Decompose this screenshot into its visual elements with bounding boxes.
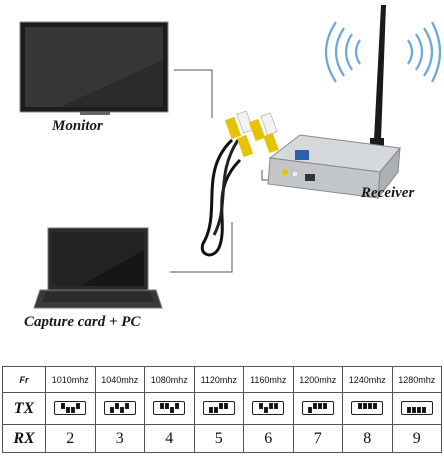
dip-switch-lever	[263, 407, 268, 414]
dip-switch-lever	[308, 407, 313, 414]
antenna-icon	[370, 5, 386, 148]
dip-switch-lever	[115, 403, 120, 410]
rx-channel-cell: 3	[94, 424, 145, 453]
laptop-icon	[33, 227, 163, 309]
rca-cable-icon	[200, 110, 279, 257]
monitor-label: Monitor	[52, 118, 103, 134]
dip-switch-lever	[412, 407, 417, 414]
rx-channel-cell: 9	[391, 424, 442, 453]
dip-switch-cell	[391, 392, 442, 425]
row-header-tx: TX	[2, 392, 46, 425]
rx-channel-cell: 2	[45, 424, 96, 453]
row-header-fr: Fr	[2, 366, 46, 393]
dip-switch-lever	[75, 403, 80, 410]
dip-switch-lever	[224, 403, 229, 410]
dip-switch-cell	[144, 392, 195, 425]
rx-channel-cell: 7	[292, 424, 343, 453]
dip-switch-icon	[301, 401, 334, 416]
rx-channel-cell: 8	[342, 424, 393, 453]
dip-switch-lever	[209, 407, 214, 414]
tx-row: TX	[2, 392, 442, 425]
frequency-cell: 1280mhz	[391, 366, 442, 393]
dip-switch-lever	[313, 403, 318, 410]
rx-row: RX 2 3 4 5 6 7 8 9	[2, 424, 442, 453]
rx-channel-cell: 4	[144, 424, 195, 453]
row-header-rx: RX	[2, 424, 46, 453]
dip-switch-lever	[120, 407, 125, 414]
dip-switch-lever	[65, 407, 70, 414]
frequency-cell: 1200mhz	[292, 366, 343, 393]
dip-switch-lever	[159, 403, 164, 410]
dip-switch-lever	[219, 403, 224, 410]
dip-switch-icon	[54, 401, 87, 416]
dip-switch-lever	[318, 403, 323, 410]
signal-waves-icon	[325, 21, 442, 83]
dip-switch-lever	[268, 403, 273, 410]
capture-card-pc-label: Capture card + PC	[24, 314, 141, 330]
dip-switch-cell	[45, 392, 96, 425]
frequency-cell: 1120mhz	[193, 366, 244, 393]
frequency-cell: 1080mhz	[144, 366, 195, 393]
dip-switch-lever	[174, 403, 179, 410]
dip-switch-cell	[243, 392, 294, 425]
dip-switch-lever	[357, 403, 362, 410]
rx-channel-cell: 5	[193, 424, 244, 453]
dip-switch-lever	[60, 403, 65, 410]
dip-switch-lever	[367, 403, 372, 410]
dip-switch-cell	[292, 392, 343, 425]
rx-channel-cell: 6	[243, 424, 294, 453]
frequency-cell: 1240mhz	[342, 366, 393, 393]
dip-switch-icon	[252, 401, 285, 416]
dip-switch-cell	[193, 392, 244, 425]
dip-switch-lever	[422, 407, 427, 414]
connection-diagram	[19, 5, 442, 309]
dip-switch-cell	[342, 392, 393, 425]
dip-switch-lever	[169, 407, 174, 414]
receiver-icon	[267, 134, 401, 200]
dip-switch-lever	[362, 403, 367, 410]
dip-switch-lever	[164, 403, 169, 410]
dip-switch-icon	[202, 401, 235, 416]
receiver-label: Receiver	[361, 185, 415, 201]
dip-switch-lever	[417, 407, 422, 414]
dip-switch-lever	[214, 407, 219, 414]
dip-switch-lever	[70, 407, 75, 414]
dip-switch-cell	[94, 392, 145, 425]
dip-switch-lever	[110, 407, 115, 414]
frequency-cell: 1160mhz	[243, 366, 294, 393]
frequency-row: Fr 1010mhz 1040mhz 1080mhz 1120mhz 1160m…	[2, 366, 442, 393]
dip-switch-lever	[372, 403, 377, 410]
dip-switch-lever	[407, 407, 412, 414]
dip-switch-icon	[351, 401, 384, 416]
frequency-cell: 1010mhz	[45, 366, 96, 393]
dip-switch-lever	[258, 403, 263, 410]
dip-switch-lever	[125, 403, 130, 410]
dip-switch-icon	[153, 401, 186, 416]
dip-switch-lever	[273, 403, 278, 410]
frequency-cell: 1040mhz	[94, 366, 145, 393]
dip-switch-icon	[400, 401, 433, 416]
monitor-icon	[19, 21, 169, 115]
dip-switch-lever	[323, 403, 328, 410]
frequency-channel-table: Fr 1010mhz 1040mhz 1080mhz 1120mhz 1160m…	[2, 366, 442, 453]
dip-switch-icon	[103, 401, 136, 416]
